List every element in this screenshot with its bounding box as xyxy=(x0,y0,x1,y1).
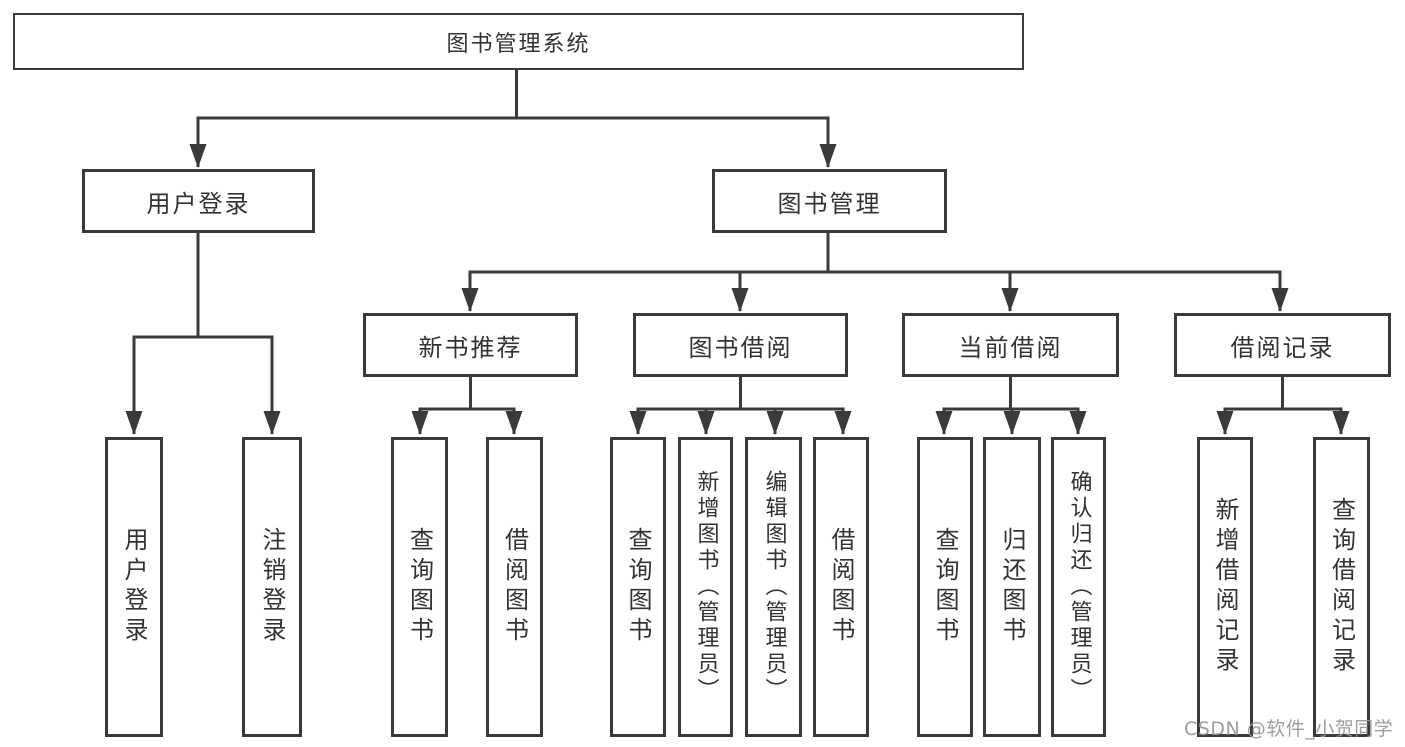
node-label: 归还图书 xyxy=(998,527,1026,647)
node-label: 图书借阅 xyxy=(688,333,793,362)
node-label: 用户登录 xyxy=(120,527,148,647)
leaf-query-books-under-current: 查询图书 xyxy=(917,437,973,737)
leaf-edit-books-admin: 编辑图书（管理员） xyxy=(745,437,802,737)
node-label: 图书管理 xyxy=(777,189,882,218)
leaf-borrow-books-under-borrowing: 借阅图书 xyxy=(813,437,869,737)
node-current-borrowing: 当前借阅 xyxy=(902,313,1119,377)
node-label: 借阅图书 xyxy=(827,527,855,647)
csdn-watermark: CSDN @软件_小贺同学 xyxy=(1184,718,1394,740)
node-borrowing-records: 借阅记录 xyxy=(1174,313,1391,377)
node-user-login: 用户登录 xyxy=(82,169,315,233)
node-label: 新书推荐 xyxy=(418,333,523,362)
node-label: 新增借阅记录 xyxy=(1211,497,1239,677)
node-label: 借阅记录 xyxy=(1230,333,1335,362)
leaf-return-books: 归还图书 xyxy=(983,437,1041,737)
node-label: 图书管理系统 xyxy=(446,31,591,57)
leaf-query-borrow-record: 查询借阅记录 xyxy=(1313,437,1370,737)
leaf-user-login: 用户登录 xyxy=(105,437,163,737)
node-book-borrowing: 图书借阅 xyxy=(633,313,848,377)
leaf-add-borrow-record: 新增借阅记录 xyxy=(1197,437,1253,737)
leaf-add-books-admin: 新增图书（管理员） xyxy=(678,437,733,737)
node-label: 借阅图书 xyxy=(500,527,529,647)
node-book-management-system: 图书管理系统 xyxy=(13,13,1024,70)
node-label: 编辑图书（管理员） xyxy=(761,470,787,704)
leaf-query-books-under-borrowing: 查询图书 xyxy=(610,437,666,737)
node-label: 确认归还（管理员） xyxy=(1066,470,1092,704)
leaf-borrow-books-under-recommend: 借阅图书 xyxy=(486,437,543,737)
node-label: 查询图书 xyxy=(931,527,959,647)
leaf-confirm-return-admin: 确认归还（管理员） xyxy=(1051,437,1106,737)
leaf-query-books-under-recommend: 查询图书 xyxy=(391,437,448,737)
node-label: 用户登录 xyxy=(146,189,251,218)
node-book-management: 图书管理 xyxy=(712,169,947,233)
node-label: 当前借阅 xyxy=(958,333,1063,362)
node-label: 查询图书 xyxy=(405,527,434,647)
node-label: 新增图书（管理员） xyxy=(693,470,719,704)
node-label: 查询借阅记录 xyxy=(1327,497,1356,677)
node-label: 注销登录 xyxy=(258,527,286,647)
node-new-book-recommend: 新书推荐 xyxy=(363,313,578,377)
leaf-logout: 注销登录 xyxy=(242,437,302,737)
node-label: 查询图书 xyxy=(624,527,652,647)
